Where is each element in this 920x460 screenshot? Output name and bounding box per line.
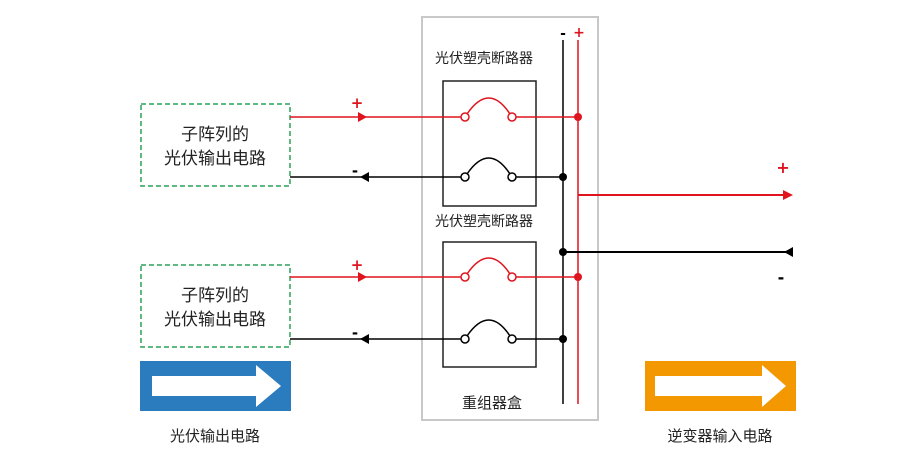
breaker-1 <box>442 80 537 207</box>
arrow-left-icon <box>784 247 793 257</box>
subarray-1-minus: - <box>352 162 358 180</box>
bus-plus-label: + <box>573 25 585 41</box>
arrow-right-icon <box>655 365 786 407</box>
junction-dot <box>559 173 567 181</box>
arrow-right-icon <box>152 365 281 407</box>
arrow-left-icon <box>360 172 369 182</box>
legend-pv-output: 光伏输出电路 <box>140 361 291 445</box>
junction-dot <box>559 248 567 256</box>
subarray-box-2 <box>140 264 291 348</box>
subarray-2-line1: 子阵列的 <box>181 286 249 306</box>
breaker-label-2: 光伏塑壳断路器 <box>435 213 533 230</box>
subarray-1-plus: + <box>351 94 364 112</box>
arrow-right-icon <box>358 272 367 282</box>
output-minus: - <box>778 268 785 287</box>
combiner-box-label: 重组器盒 <box>462 394 522 412</box>
breaker-2 <box>442 241 537 368</box>
subarray-2-minus: - <box>352 324 358 342</box>
subarray-1-line1: 子阵列的 <box>181 125 249 145</box>
pv-legend-label: 光伏输出电路 <box>170 427 260 445</box>
subarray-2-line2: 光伏输出电路 <box>164 310 266 330</box>
junction-dot <box>574 113 582 121</box>
arrow-right-icon <box>358 112 367 122</box>
subarray-box-1 <box>140 103 291 187</box>
inverter-legend-label: 逆变器输入电路 <box>667 427 772 445</box>
combiner-box <box>421 16 599 421</box>
bus-minus-label: - <box>560 26 566 42</box>
legend-inverter-input: 逆变器输入电路 <box>645 361 796 445</box>
subarray-1-line2: 光伏输出电路 <box>164 149 266 169</box>
breaker-label-1: 光伏塑壳断路器 <box>435 50 533 67</box>
junction-dot <box>559 335 567 343</box>
subarray-2-plus: + <box>351 256 364 274</box>
arrow-left-icon <box>360 334 369 344</box>
output-plus: + <box>776 158 789 177</box>
junction-dot <box>574 273 582 281</box>
arrow-right-icon <box>783 190 793 200</box>
